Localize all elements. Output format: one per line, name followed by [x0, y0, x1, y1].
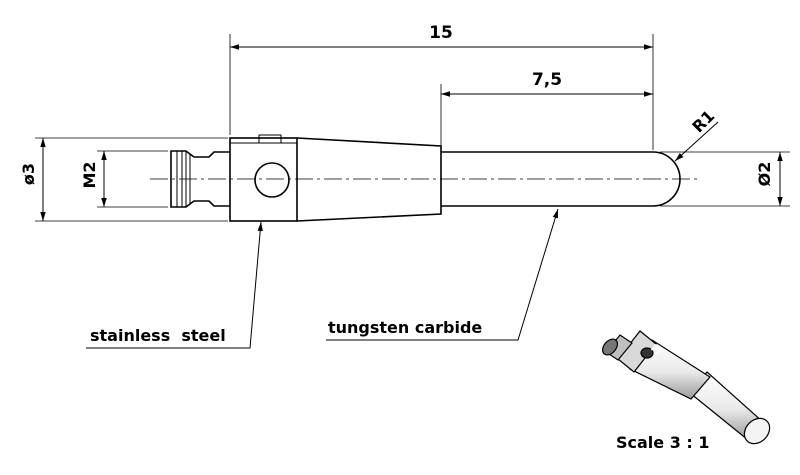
thread-stub — [170, 150, 230, 208]
collar — [229, 137, 298, 222]
dim-body-diameter-text: ø3 — [19, 163, 38, 185]
material-leaders — [86, 208, 559, 349]
steel-leader — [86, 221, 263, 349]
dim-radius-text: R1 — [688, 106, 718, 136]
stylus-outline — [170, 134, 681, 222]
tip-3d — [743, 417, 771, 445]
dim-shaft-length-text: 7,5 — [532, 70, 562, 90]
cross-hole — [254, 162, 290, 198]
stylus-3d-illustration: M — [602, 330, 771, 445]
dim-radius-leader — [674, 121, 719, 162]
dim-shaft-diameter-text: Ø2 — [755, 162, 774, 187]
dim-thread-text: M2 — [80, 161, 99, 188]
material-carbide-label: tungsten carbide — [328, 318, 482, 337]
conical-body — [296, 137, 442, 222]
collar-3d — [617, 330, 657, 373]
dimension-lines — [40, 44, 783, 221]
carbide-leader — [326, 208, 559, 341]
dim-overall-length-text: 15 — [429, 23, 453, 43]
scale-label: Scale 3 : 1 — [616, 433, 710, 452]
material-steel-label: stainless steel — [90, 326, 226, 345]
flat-notch — [258, 134, 282, 144]
